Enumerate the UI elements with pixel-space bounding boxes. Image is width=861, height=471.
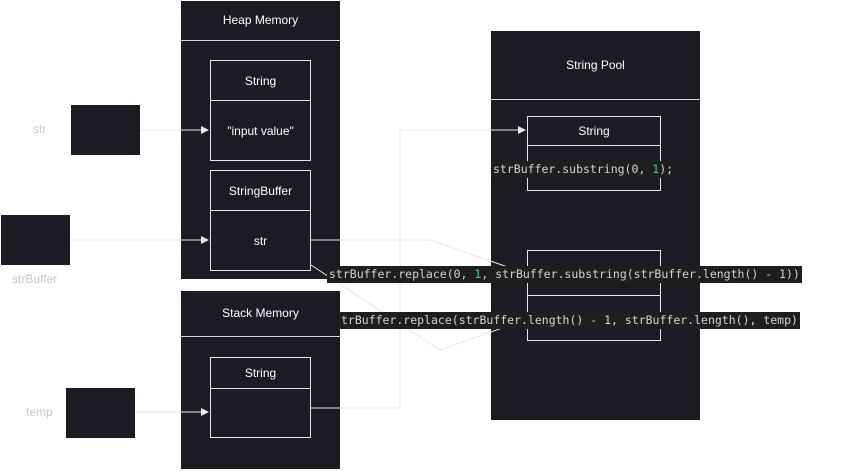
heap-string-value: "input value" bbox=[210, 100, 311, 161]
code-replace-first: strBuffer.replace(0, 1, strBuffer.substr… bbox=[327, 266, 802, 283]
arrow-buffer-str-to-pool-box-3 bbox=[310, 264, 526, 351]
code-replace-last-text: trBuffer.replace(strBuffer.length() - 1,… bbox=[341, 313, 798, 327]
variable-strbuffer-label: strBuffer bbox=[12, 272, 58, 286]
stack-string-value bbox=[210, 388, 311, 438]
code-substring: strBuffer.substring(0, 1); bbox=[491, 161, 676, 178]
variable-strbuffer-box bbox=[1, 215, 70, 265]
stack-memory-container: Stack Memory bbox=[181, 291, 340, 469]
code-replace-first-post: , strBuffer.substring(strBuffer.length()… bbox=[481, 267, 800, 281]
variable-str-box bbox=[71, 105, 140, 155]
heap-stringbuffer-field-str: str bbox=[210, 210, 311, 271]
string-pool-title: String Pool bbox=[566, 58, 625, 72]
heap-memory-divider bbox=[181, 40, 340, 41]
code-replace-first-pre: strBuffer.replace(0, bbox=[329, 267, 475, 281]
code-replace-last: trBuffer.replace(strBuffer.length() - 1,… bbox=[339, 312, 800, 329]
heap-memory-title: Heap Memory bbox=[222, 13, 299, 27]
string-pool-divider bbox=[491, 99, 700, 100]
code-replace-first-num: 1 bbox=[474, 267, 482, 281]
code-substring-post: ); bbox=[659, 162, 674, 176]
arrow-buffer-str-to-pool-box-2 bbox=[311, 239, 526, 275]
string-pool-container: String Pool bbox=[491, 31, 700, 420]
heap-memory-container: Heap Memory bbox=[181, 1, 340, 279]
variable-temp-label: temp bbox=[26, 405, 53, 419]
code-substring-num: 1 bbox=[652, 162, 660, 176]
code-substring-pre: strBuffer.substring(0, bbox=[493, 162, 653, 176]
variable-temp-box bbox=[66, 388, 135, 438]
stack-memory-divider bbox=[181, 336, 340, 337]
stack-memory-title: Stack Memory bbox=[222, 306, 299, 320]
variable-str-label: str bbox=[33, 122, 47, 136]
